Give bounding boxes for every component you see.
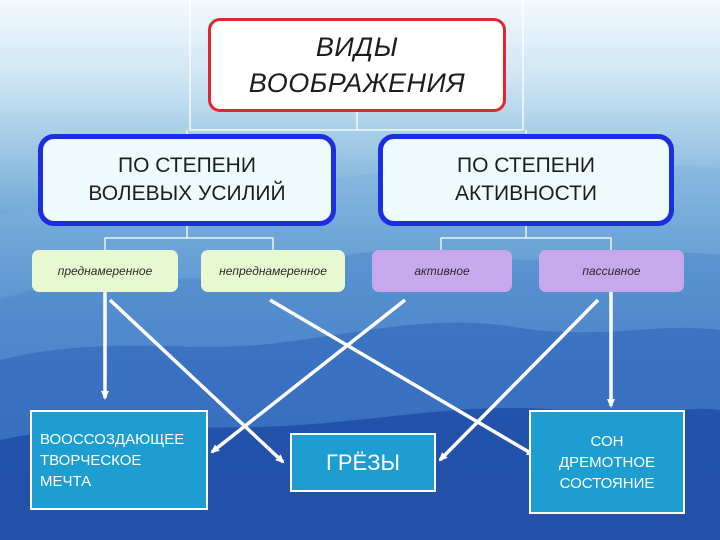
right-subtype-bracket [440,237,612,250]
subtype-active: активное [372,250,512,292]
arrow-premeditated-to-daydreams [108,298,285,464]
category-activity: ПО СТЕПЕНИ АКТИВНОСТИ [378,134,674,226]
left-subtype-bracket [104,237,274,250]
subtype-passive: пассивное [539,250,684,292]
subtype-label: непреднамеренное [219,264,327,278]
result-label: ГРЁЗЫ [325,449,401,475]
arrow-unintentional-to-sleep [269,298,536,457]
subtype-premeditated: преднамеренное [32,250,178,292]
result-daydreams: ГРЁЗЫ [290,433,436,492]
category-volitional-effort: ПО СТЕПЕНИ ВОЛЕВЫХ УСИЛИЙ [38,134,336,226]
result-label: СОН ДРЕМОТНОЕ СОСТОЯНИЕ [559,432,655,492]
result-sleep-drowsy-state: СОН ДРЕМОТНОЕ СОСТОЯНИЕ [529,410,685,514]
subtype-label: активное [414,264,470,278]
result-label: ВООССОЗДАЮЩЕЕ ТВОРЧЕСКОЕ МЕЧТА [40,430,185,490]
subtype-label: пассивное [582,264,641,278]
category-label: ПО СТЕПЕНИ ВОЛЕВЫХ УСИЛИЙ [88,154,286,205]
arrow-active-to-recreative [210,298,407,454]
subtype-label: преднамеренное [57,264,153,278]
result-recreative-creative-dream: ВООССОЗДАЮЩЕЕ ТВОРЧЕСКОЕ МЕЧТА [30,410,208,510]
diagram-title-box: ВИДЫ ВООБРАЖЕНИЯ [208,18,506,112]
subtype-unintentional: непреднамеренное [201,250,345,292]
category-label: ПО СТЕПЕНИ АКТИВНОСТИ [454,154,598,205]
arrow-passive-to-daydreams [438,298,600,462]
diagram-title: ВИДЫ ВООБРАЖЕНИЯ [248,32,466,98]
